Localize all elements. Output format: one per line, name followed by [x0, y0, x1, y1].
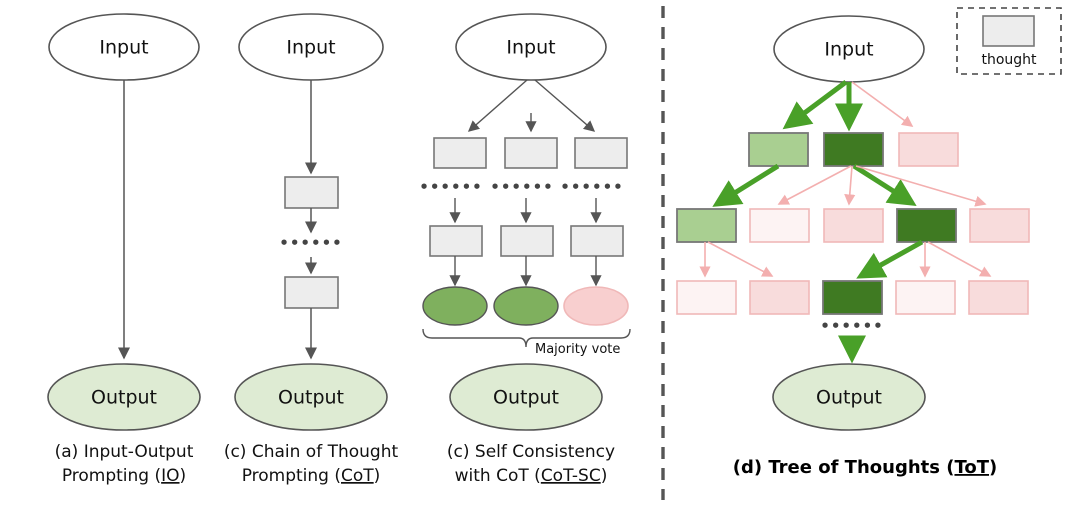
sc-output-label: Output	[493, 387, 559, 409]
io-output-label: Output	[91, 387, 157, 409]
tot-edge-r1c2-to-r2c2	[777, 165, 852, 205]
tot-node-r3c5	[968, 280, 1029, 315]
io-output-node	[47, 363, 201, 431]
sc-ellipsis-dots-3: ••••••	[560, 178, 624, 196]
panel-tot: thought Input	[676, 7, 1062, 478]
sc-thought-box-r2-c3	[570, 225, 624, 257]
sc-result-node-1	[422, 286, 488, 326]
sc-input-label: Input	[506, 37, 555, 59]
tot-node-r1c2	[823, 132, 884, 167]
tot-caption: (d) Tree of Thoughts (ToT)	[733, 457, 998, 478]
sc-input-node	[455, 13, 607, 81]
tot-output-node	[772, 363, 926, 431]
panel-io: Input Output (a) Input-Output Prompting …	[47, 13, 201, 486]
tot-caption-suffix: )	[989, 457, 997, 478]
cot-output-label: Output	[278, 387, 344, 409]
tot-edge-r1c2-to-r2c3	[844, 165, 856, 206]
tot-edge-r2c4-to-r3c3	[856, 239, 924, 279]
io-caption-line2-end: )	[180, 466, 187, 486]
io-caption-acronym: IO	[161, 466, 179, 486]
tot-edge-r2c1-to-r3c2	[707, 241, 774, 277]
tot-edge-r1c2-to-r2c5	[855, 165, 987, 207]
tot-node-r1c3	[898, 132, 959, 167]
sc-ellipsis-dots-1: ••••••	[419, 178, 483, 196]
cot-thought-box-2	[284, 276, 339, 309]
sc-output-node	[449, 363, 603, 431]
cot-caption-line2: Prompting (CoT)	[242, 466, 381, 486]
sc-caption-line1: (c) Self Consistency	[447, 442, 615, 462]
legend-thought-label: thought	[981, 52, 1037, 68]
tot-input-label: Input	[824, 39, 873, 61]
tot-node-r1c1	[748, 132, 809, 167]
sc-caption-line2: with CoT (CoT-SC)	[455, 466, 608, 486]
io-caption-line2-text: Prompting (	[62, 466, 161, 486]
cot-ellipsis-dots: ••••••	[279, 234, 343, 252]
cot-output-node	[234, 363, 388, 431]
tot-node-r3c3	[822, 280, 883, 315]
sc-caption-line2-end: )	[601, 466, 608, 486]
tot-caption-acronym: ToT	[954, 457, 989, 478]
sc-ellipsis-dots-2: ••••••	[490, 178, 554, 196]
tot-edge-r2c4-to-r3c5	[927, 241, 992, 277]
cot-caption-line2-end: )	[374, 466, 381, 486]
tot-node-r2c3	[823, 208, 884, 243]
tot-node-r3c2	[749, 280, 810, 315]
cot-input-label: Input	[286, 37, 335, 59]
sc-thought-box-r1-c2	[504, 137, 558, 169]
io-caption-line2: Prompting (IO)	[62, 466, 186, 486]
sc-arrow-branch-right	[534, 79, 596, 132]
sc-thought-box-r2-c2	[500, 225, 554, 257]
tot-caption-prefix: (d) Tree of Thoughts (	[733, 457, 955, 478]
tot-node-r2c2	[749, 208, 810, 243]
tot-node-r3c4	[895, 280, 956, 315]
tot-node-r2c1	[676, 208, 737, 243]
cot-thought-box-1	[284, 176, 339, 209]
legend-frame	[956, 7, 1062, 75]
legend-thought-swatch	[982, 15, 1035, 47]
tot-edge-input-to-r1c1	[782, 79, 848, 130]
sc-caption-line2-text: with CoT (	[455, 466, 541, 486]
panel-cot: Input •••••• Output (c) Chain of Thought…	[224, 13, 399, 486]
panel-cot-sc: Input •••••• •••••• •••••• Majority vote…	[419, 13, 631, 486]
sc-arrow-branch-left	[467, 79, 528, 132]
tot-edge-r1c1-to-r2c1	[712, 163, 780, 207]
sc-majority-vote-label: Majority vote	[535, 342, 620, 357]
io-input-label: Input	[99, 37, 148, 59]
tot-ellipsis-dots: ••••••	[820, 317, 884, 335]
sc-thought-box-r1-c1	[433, 137, 487, 169]
tot-legend: thought	[956, 7, 1062, 75]
tot-edge-r1c2-to-r2c4	[852, 163, 917, 206]
sc-caption-acronym: CoT-SC	[541, 466, 601, 486]
sc-result-node-3	[563, 286, 629, 326]
cot-caption-acronym: CoT	[341, 466, 374, 486]
tot-output-label: Output	[816, 387, 882, 409]
tot-node-r2c4	[896, 208, 957, 243]
tot-node-r2c5	[969, 208, 1030, 243]
sc-result-node-2	[493, 286, 559, 326]
tot-edge-input-to-r1c3	[851, 81, 914, 127]
sc-thought-box-r1-c3	[574, 137, 628, 169]
sc-thought-box-r2-c1	[429, 225, 483, 257]
tot-node-r3c1	[676, 280, 737, 315]
sc-majority-vote-brace	[422, 328, 631, 348]
cot-caption-line2-text: Prompting (	[242, 466, 341, 486]
io-caption-line1: (a) Input-Output	[55, 442, 194, 462]
cot-caption-line1: (c) Chain of Thought	[224, 442, 399, 462]
